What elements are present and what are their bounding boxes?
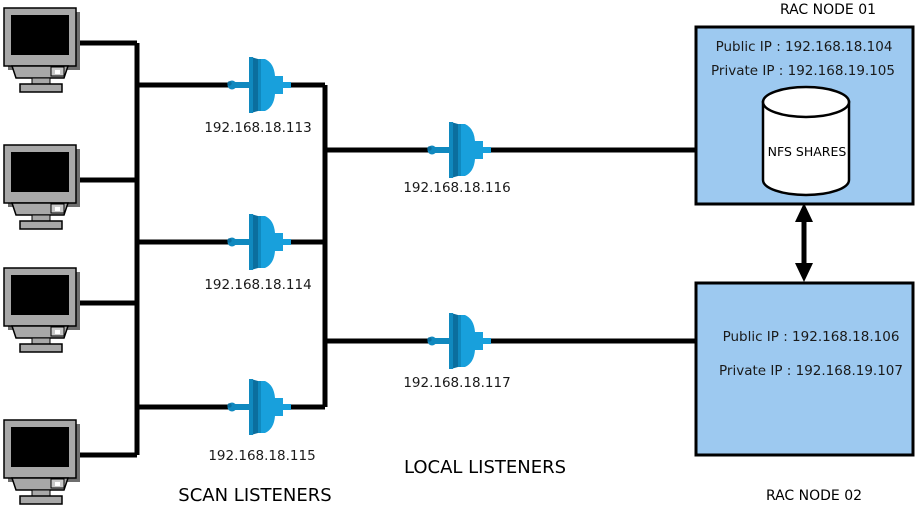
client-icon-2[interactable] [3,144,81,230]
rac-node-1-private-ip: Private IP : 192.168.19.105 [711,63,895,79]
nfs-shares-label: NFS SHARES [768,144,847,159]
node-interconnect-arrow [795,203,813,282]
rac-node-2-private-ip: Private IP : 192.168.19.107 [719,363,903,379]
local-listener-ip-2: 192.168.18.117 [403,375,510,391]
rac-node-2-public-ip: Public IP : 192.168.18.106 [723,329,900,345]
local-listener-icon-2[interactable] [427,313,491,369]
local-listeners-group-label: LOCAL LISTENERS [404,457,566,478]
rac-node-1-public-ip: Public IP : 192.168.18.104 [716,39,893,55]
rac-node-2-title: RAC NODE 02 [766,488,862,504]
scan-listener-icon-2[interactable] [227,214,291,270]
client-icon-4[interactable] [3,419,81,505]
rac-node-1-title: RAC NODE 01 [780,2,876,18]
scan-listener-icon-3[interactable] [227,379,291,435]
local-listener-icon-1[interactable] [427,122,491,178]
client-icon-1[interactable] [3,7,81,93]
client-icon-3[interactable] [3,267,81,353]
scan-listeners-group-label: SCAN LISTENERS [178,485,331,506]
scan-listener-ip-2: 192.168.18.114 [204,277,311,293]
scan-listener-ip-1: 192.168.18.113 [204,120,311,136]
nfs-shares-cylinder [761,85,851,197]
local-listener-ip-1: 192.168.18.116 [403,180,510,196]
scan-listener-ip-3: 192.168.18.115 [208,448,315,464]
scan-listener-icon-1[interactable] [227,57,291,113]
rac-node-2-box[interactable] [694,281,915,457]
